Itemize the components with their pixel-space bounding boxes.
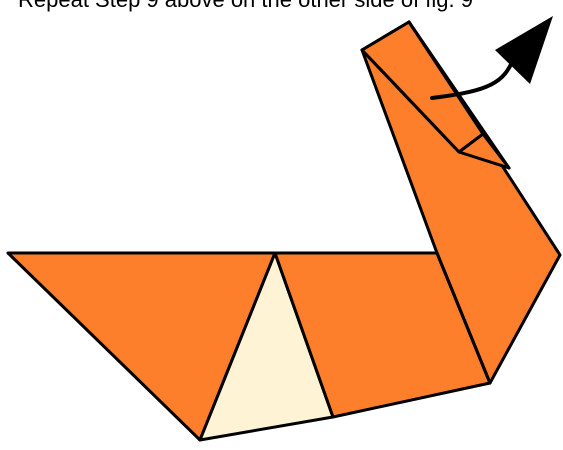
origami-swan-diagram — [0, 0, 563, 450]
